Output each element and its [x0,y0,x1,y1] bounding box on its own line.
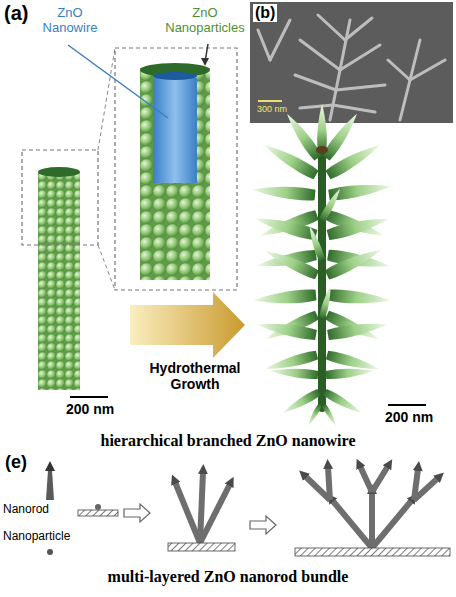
scale-bar [70,396,108,398]
step-arrow [250,516,276,534]
substrate [168,543,235,551]
part-label: Nanorod [3,503,49,517]
scale-label: 300 nm [256,104,288,114]
step-arrow [124,504,150,522]
scale-label: 200 nm [385,409,433,425]
branch [326,213,390,242]
branch [253,289,317,307]
nanorod-symbol [45,461,55,500]
process-label: Hydrothermal Growth [140,360,250,392]
panel-letter: (a) [4,2,44,25]
nanowire-core [153,78,197,183]
branch [306,225,325,261]
zoom-line [98,245,115,290]
branch [327,289,391,307]
substrate [78,510,118,516]
nanorod-bundle [175,472,230,543]
branch [322,404,338,427]
zoom-box [22,150,98,245]
nanowire [38,167,80,390]
nanowire-body [38,172,80,390]
scale-bar [258,100,282,102]
multilayer-nanorod-bundle [305,466,438,548]
scale-bar [388,404,426,406]
process-arrow [130,292,245,358]
branch [306,404,322,427]
branch [326,366,375,380]
branch [328,180,392,201]
branch [256,319,317,341]
branch [327,319,388,341]
leader-line [68,45,168,118]
panel-letter: (b) [253,4,277,22]
branch [252,183,316,201]
branch [270,366,319,380]
figure-caption: hierarchical branched ZnO nanowire [8,432,448,450]
nanowire-trunk [318,152,326,408]
branch [254,213,318,242]
nanoparticle-shell [140,68,210,280]
zoom-line [98,48,115,150]
sem-image [250,2,453,123]
branch [319,285,334,319]
branch [261,140,319,180]
leader-arrowhead [201,58,209,66]
branch [325,140,383,180]
branch [324,244,383,280]
nanowire-top [38,167,80,177]
scale-label: 200 nm [66,401,114,417]
nanoparticle-seed [95,504,101,510]
figure-caption: multi-layered ZnO nanorod bundle [8,568,448,586]
branch [319,187,343,222]
part-label: ZnO Nanowire [35,6,105,36]
sem-background [250,2,453,123]
branch [317,104,327,152]
nanowire-inset [140,63,210,280]
panel-letter: (e) [5,452,27,473]
branched-nanowire [252,104,393,427]
nanoparticle-symbol [47,549,53,555]
part-label: ZnO Nanoparticles [162,6,248,36]
nanowire-tip [316,146,328,154]
branch [322,111,362,161]
substrate [295,548,450,556]
core-top [153,72,197,80]
inset-box [115,48,237,290]
part-label: Nanoparticle [3,530,70,544]
branch [263,246,320,281]
branch [283,111,323,161]
